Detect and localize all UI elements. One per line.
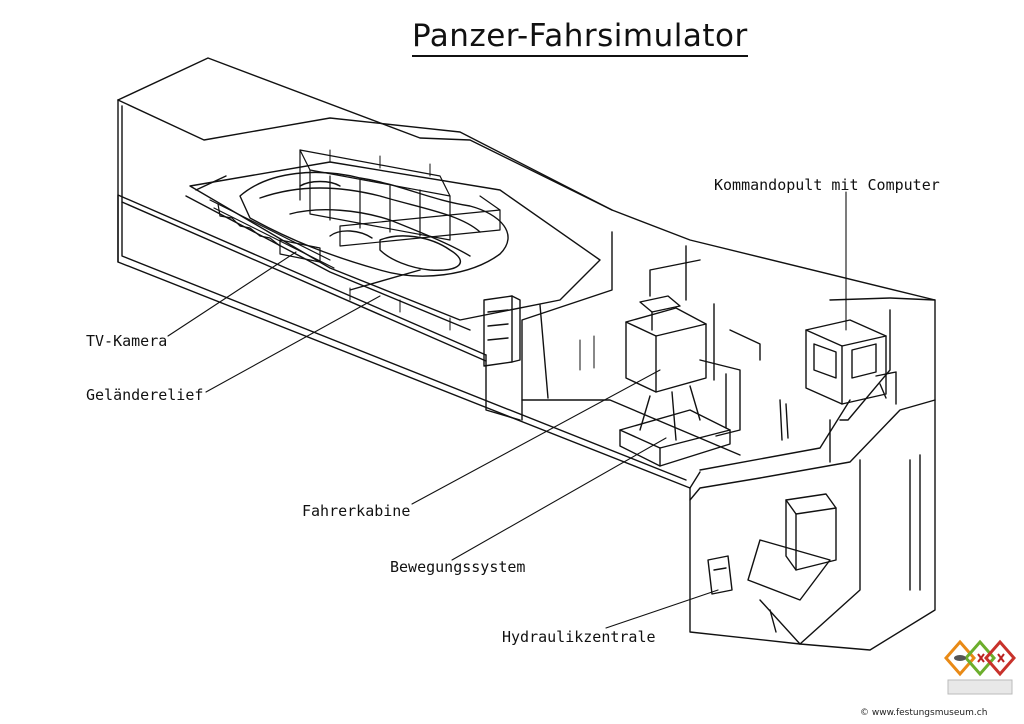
label-kommandopult: Kommandopult mit Computer	[714, 176, 940, 194]
terrain-relief-model	[239, 171, 509, 277]
building-shell	[117, 57, 936, 651]
leader-tv-kamera	[167, 251, 297, 337]
leader-bewegungssystem	[451, 437, 667, 561]
label-hydraulikzentrale: Hydraulikzentrale	[502, 628, 656, 646]
leader-fahrerkabine	[411, 369, 661, 505]
equipment-cabinet	[483, 295, 521, 367]
footer-credit: © www.festungsmuseum.ch	[860, 708, 988, 718]
camera-gantry	[209, 149, 501, 269]
label-gelaenderelief: Geländerelief	[86, 386, 204, 404]
page-title: Panzer-Fahrsimulator	[412, 18, 748, 57]
festungsmuseum-logo	[944, 639, 1016, 695]
command-desk-computer	[805, 319, 897, 405]
leader-gelaenderelief	[205, 295, 381, 393]
driver-cabin-motion-platform	[619, 259, 761, 467]
hydraulic-power-unit	[707, 399, 837, 633]
label-tv-kamera: TV-Kamera	[86, 332, 168, 350]
label-bewegungssystem: Bewegungssystem	[390, 558, 526, 576]
rail-posts	[329, 149, 595, 371]
label-fahrerkabine: Fahrerkabine	[302, 502, 411, 520]
leader-hydraulikzentrale	[605, 589, 719, 629]
leader-lines	[167, 191, 847, 629]
